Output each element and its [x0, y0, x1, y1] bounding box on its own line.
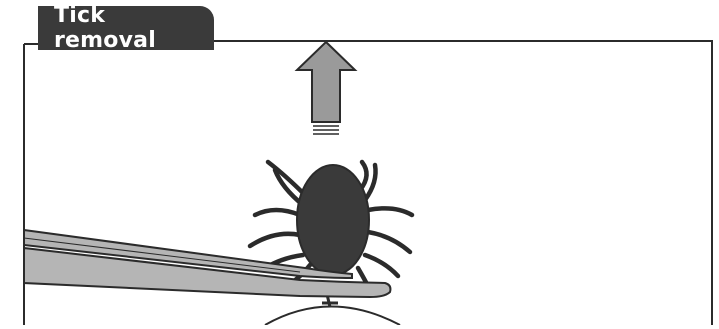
skin-surface [264, 305, 401, 326]
figure-title: Tick removal [54, 3, 156, 53]
pull-up-arrow-icon [294, 40, 358, 135]
figure-title-tab: Tick removal [38, 3, 214, 53]
tick-body [296, 164, 370, 276]
tweezers [23, 228, 392, 299]
